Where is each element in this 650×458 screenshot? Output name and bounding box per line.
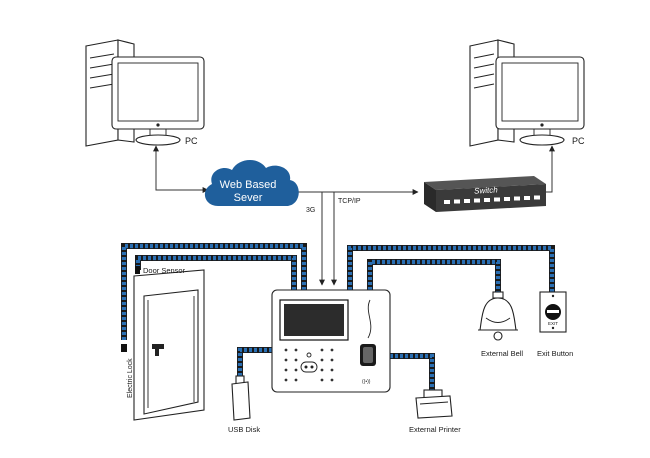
cloud-label-line2: Sever bbox=[234, 192, 263, 204]
svg-text:((•)): ((•)) bbox=[362, 379, 371, 385]
exit-plate-text: EXIT bbox=[548, 321, 558, 326]
external-printer-icon bbox=[415, 389, 453, 419]
electric-lock-icon bbox=[121, 344, 127, 352]
pc-right-label: PC bbox=[572, 136, 585, 146]
pc-left-icon bbox=[85, 39, 205, 147]
pc-right-icon bbox=[469, 39, 585, 147]
external-printer-label: External Printer bbox=[409, 425, 461, 434]
link-3g-label: 3G bbox=[306, 207, 315, 214]
cloud-icon bbox=[204, 159, 299, 206]
cloud-label-line1: Web Based bbox=[220, 179, 277, 191]
usb-disk-icon bbox=[231, 375, 251, 421]
door-sensor-icon bbox=[135, 266, 140, 274]
pc-left-label: PC bbox=[185, 136, 198, 146]
electric-lock-label: Electric Lock bbox=[127, 358, 134, 398]
usb-disk-label: USB Disk bbox=[228, 425, 260, 434]
switch-label: Switch bbox=[474, 185, 499, 195]
door-sensor-label: Door Sensor bbox=[143, 266, 186, 275]
exit-button-label: Exit Button bbox=[537, 349, 573, 358]
cable-bundle bbox=[121, 243, 555, 392]
link-tcpip-label: TCP/IP bbox=[338, 198, 361, 205]
access-terminal-icon: ((•)) bbox=[271, 289, 391, 393]
external-bell-label: External Bell bbox=[481, 349, 523, 358]
door-icon bbox=[133, 269, 205, 421]
exit-button-icon bbox=[539, 291, 567, 333]
external-bell-icon bbox=[478, 291, 518, 341]
switch-icon bbox=[424, 176, 546, 212]
pc-left-cloud-link bbox=[153, 145, 209, 193]
